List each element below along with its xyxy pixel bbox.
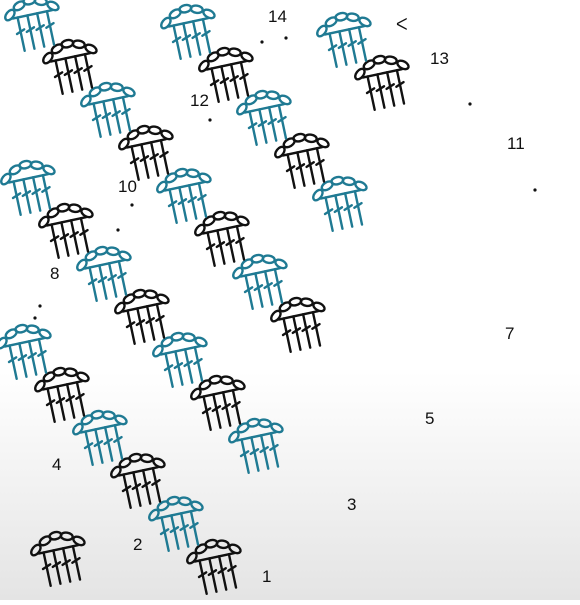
- chain-dot: [284, 36, 288, 40]
- row-label-13: 13: [430, 49, 449, 68]
- start-direction-marker: ᐸ: [396, 15, 408, 34]
- row-label-2: 2: [133, 535, 143, 554]
- stitch-cluster: [4, 0, 60, 52]
- stitch-cluster: [236, 89, 292, 146]
- stitch-cluster: [312, 175, 368, 232]
- stitch-cluster: [232, 253, 288, 310]
- stitch-cluster: [228, 417, 284, 474]
- row-label-10: 10: [118, 177, 137, 196]
- chain-dot: [533, 188, 537, 192]
- stitch-cluster: [76, 245, 132, 302]
- row-label-3: 3: [347, 495, 357, 514]
- chain-dot: [468, 102, 472, 106]
- stitch-cluster: [354, 54, 410, 111]
- stitch-cluster: [186, 538, 242, 595]
- row-label-14: 14: [268, 7, 287, 26]
- chain-dot: [38, 304, 42, 308]
- chain-dot: [260, 40, 264, 44]
- chain-dot: [130, 203, 134, 207]
- stitch-cluster: [198, 46, 254, 103]
- stitch-cluster: [160, 3, 216, 60]
- stitch-cluster: [152, 331, 208, 388]
- row-label-5: 5: [425, 409, 435, 428]
- stitch-cluster: [34, 366, 90, 423]
- row-label-8: 8: [50, 264, 60, 283]
- chain-dot: [116, 228, 120, 232]
- stitch-cluster: [42, 38, 98, 95]
- row-label-12: 12: [190, 91, 209, 110]
- stitch-cluster: [274, 132, 330, 189]
- stitch-cluster: [0, 159, 56, 216]
- stitch-cluster: [30, 530, 86, 587]
- stitch-cluster: [80, 81, 136, 138]
- stitch-cluster: [114, 288, 170, 345]
- row-label-7: 7: [505, 324, 515, 343]
- stitch-cluster: [110, 452, 166, 509]
- stitch-cluster: [156, 167, 212, 224]
- stitch-cluster: [316, 11, 372, 68]
- stitch-cluster: [148, 495, 204, 552]
- chain-dot: [208, 118, 212, 122]
- stitch-cluster: [0, 323, 52, 380]
- row-label-1: 1: [262, 567, 272, 586]
- stitch-cluster: [190, 374, 246, 431]
- stitch-cluster: [38, 202, 94, 259]
- row-label-4: 4: [52, 455, 62, 474]
- stitch-cluster: [118, 124, 174, 181]
- chain-dot: [33, 316, 37, 320]
- row-label-11: 11: [507, 134, 525, 153]
- stitch-cluster: [194, 210, 250, 267]
- stitch-cluster: [270, 296, 326, 353]
- stitch-cluster: [72, 409, 128, 466]
